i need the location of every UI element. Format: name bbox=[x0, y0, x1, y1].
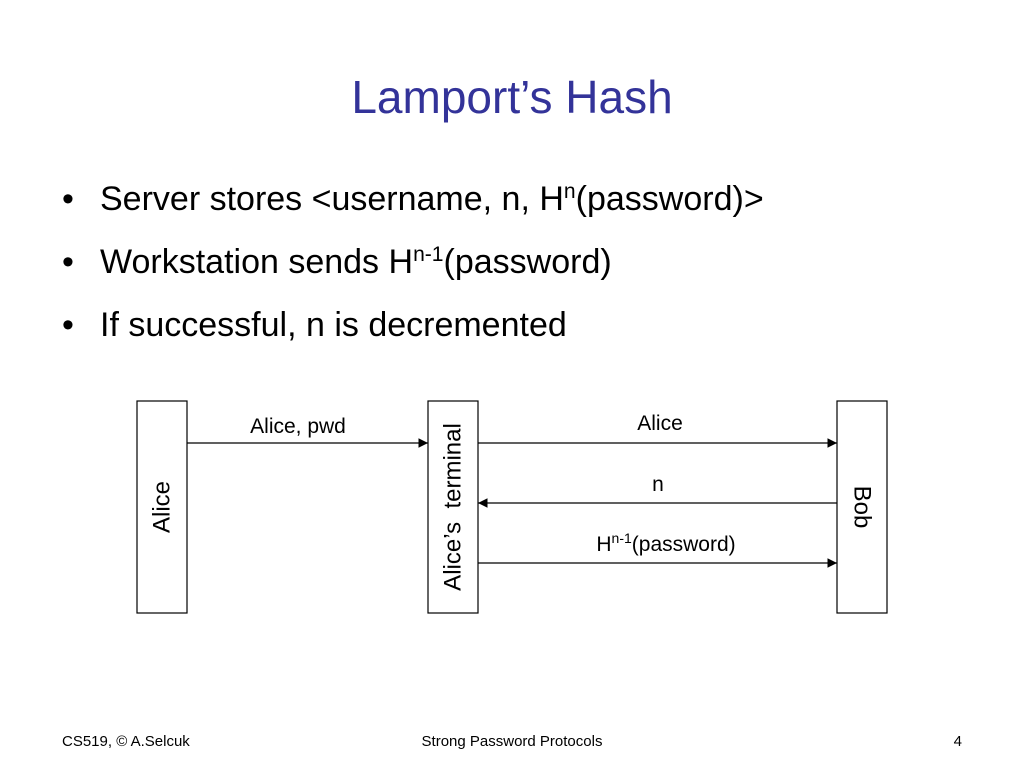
message-n: n bbox=[652, 473, 664, 496]
bullet-superscript: n-1 bbox=[413, 243, 444, 267]
bullet-text: If successful, n is decremented bbox=[100, 306, 567, 344]
bullet-marker: • bbox=[62, 306, 74, 344]
terminal-label: Alice’s terminal bbox=[440, 423, 467, 591]
alice-label: Alice bbox=[149, 481, 176, 533]
bullet-text: Workstation sends H bbox=[100, 243, 414, 281]
alice-box bbox=[136, 400, 188, 614]
slide-title: Lamport’s Hash bbox=[351, 71, 673, 123]
bullet-text: Server stores <username, n, H bbox=[100, 180, 564, 218]
footer-course: CS519, © A.Selcuk bbox=[62, 733, 190, 750]
bullet-text-tail: (password)> bbox=[575, 180, 764, 218]
bullet-list: •Server stores <username, n, Hn(password… bbox=[62, 170, 764, 354]
message-hash-rest: (password) bbox=[632, 533, 736, 556]
footer-topic: Strong Password Protocols bbox=[421, 733, 603, 750]
bob-label: Bob bbox=[849, 486, 876, 529]
bullet-item: • If successful, n is decremented bbox=[62, 296, 764, 354]
footer-page-number: 4 bbox=[953, 733, 962, 750]
bullet-marker: • bbox=[62, 180, 74, 218]
message-hash: Hn-1(password) bbox=[596, 530, 735, 556]
bullet-item: • Server stores <username, n, Hn(password… bbox=[62, 170, 764, 233]
message-hash-superscript: n-1 bbox=[612, 530, 632, 546]
bullet-marker: • bbox=[62, 243, 74, 281]
bullet-text-tail: (password) bbox=[443, 243, 612, 281]
bullet-item: • Workstation sends Hn-1(password) bbox=[62, 233, 764, 296]
message-alice-pwd: Alice, pwd bbox=[250, 415, 346, 438]
message-alice: Alice bbox=[637, 412, 683, 435]
bob-box bbox=[836, 400, 888, 614]
bullet-superscript: n bbox=[563, 180, 576, 204]
message-hash-base: H bbox=[596, 533, 611, 556]
